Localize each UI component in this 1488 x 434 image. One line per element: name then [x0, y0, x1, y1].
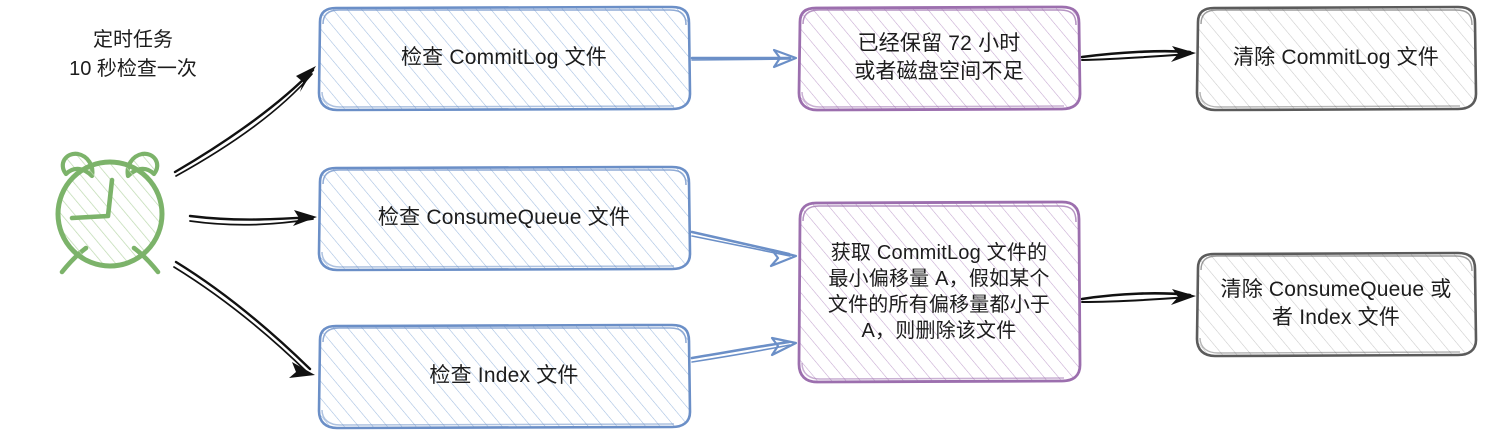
- node-label: 检查 ConsumeQueue 文件: [377, 205, 631, 229]
- schedule-caption: 定时任务 10 秒检查一次: [69, 29, 197, 80]
- node-label: 清除 CommitLog 文件: [1232, 45, 1440, 69]
- node-label: 检查 Index 文件: [429, 363, 579, 387]
- node-clear-cq-index[interactable]: 清除 ConsumeQueue 或 者 Index 文件: [1195, 251, 1478, 358]
- node-cond-retention[interactable]: 已经保留 72 小时 或者磁盘空间不足: [797, 5, 1082, 112]
- edge-clock-to-check-index: [173, 260, 315, 378]
- alarm-clock-icon: [55, 151, 165, 275]
- node-label: 检查 CommitLog 文件: [400, 45, 608, 69]
- edge-cond-minoffset-to-clear-cq-index: [1080, 289, 1196, 305]
- node-label: 获取 CommitLog 文件的 最小偏移量 A，假如某个 文件的所有偏移量都小…: [827, 241, 1051, 342]
- node-clear-commitlog[interactable]: 清除 CommitLog 文件: [1195, 5, 1478, 112]
- node-cond-minoffset[interactable]: 获取 CommitLog 文件的 最小偏移量 A，假如某个 文件的所有偏移量都小…: [797, 200, 1082, 384]
- node-check-index[interactable]: 检查 Index 文件: [317, 323, 692, 430]
- edge-clock-to-check-consumequeue: [188, 210, 317, 226]
- edge-check-index-to-cond-minoffset: [690, 336, 798, 363]
- node-check-commitlog[interactable]: 检查 CommitLog 文件: [317, 5, 692, 112]
- edge-check-commitlog-to-cond-retention: [690, 48, 798, 69]
- edge-check-consumequeue-to-cond-minoffset: [690, 230, 798, 268]
- node-label: 清除 ConsumeQueue 或 者 Index 文件: [1220, 277, 1452, 329]
- node-check-consumequeue[interactable]: 检查 ConsumeQueue 文件: [317, 165, 692, 272]
- node-label: 已经保留 72 小时 或者磁盘空间不足: [854, 31, 1024, 83]
- edge-cond-retention-to-clear-commitlog: [1080, 46, 1196, 62]
